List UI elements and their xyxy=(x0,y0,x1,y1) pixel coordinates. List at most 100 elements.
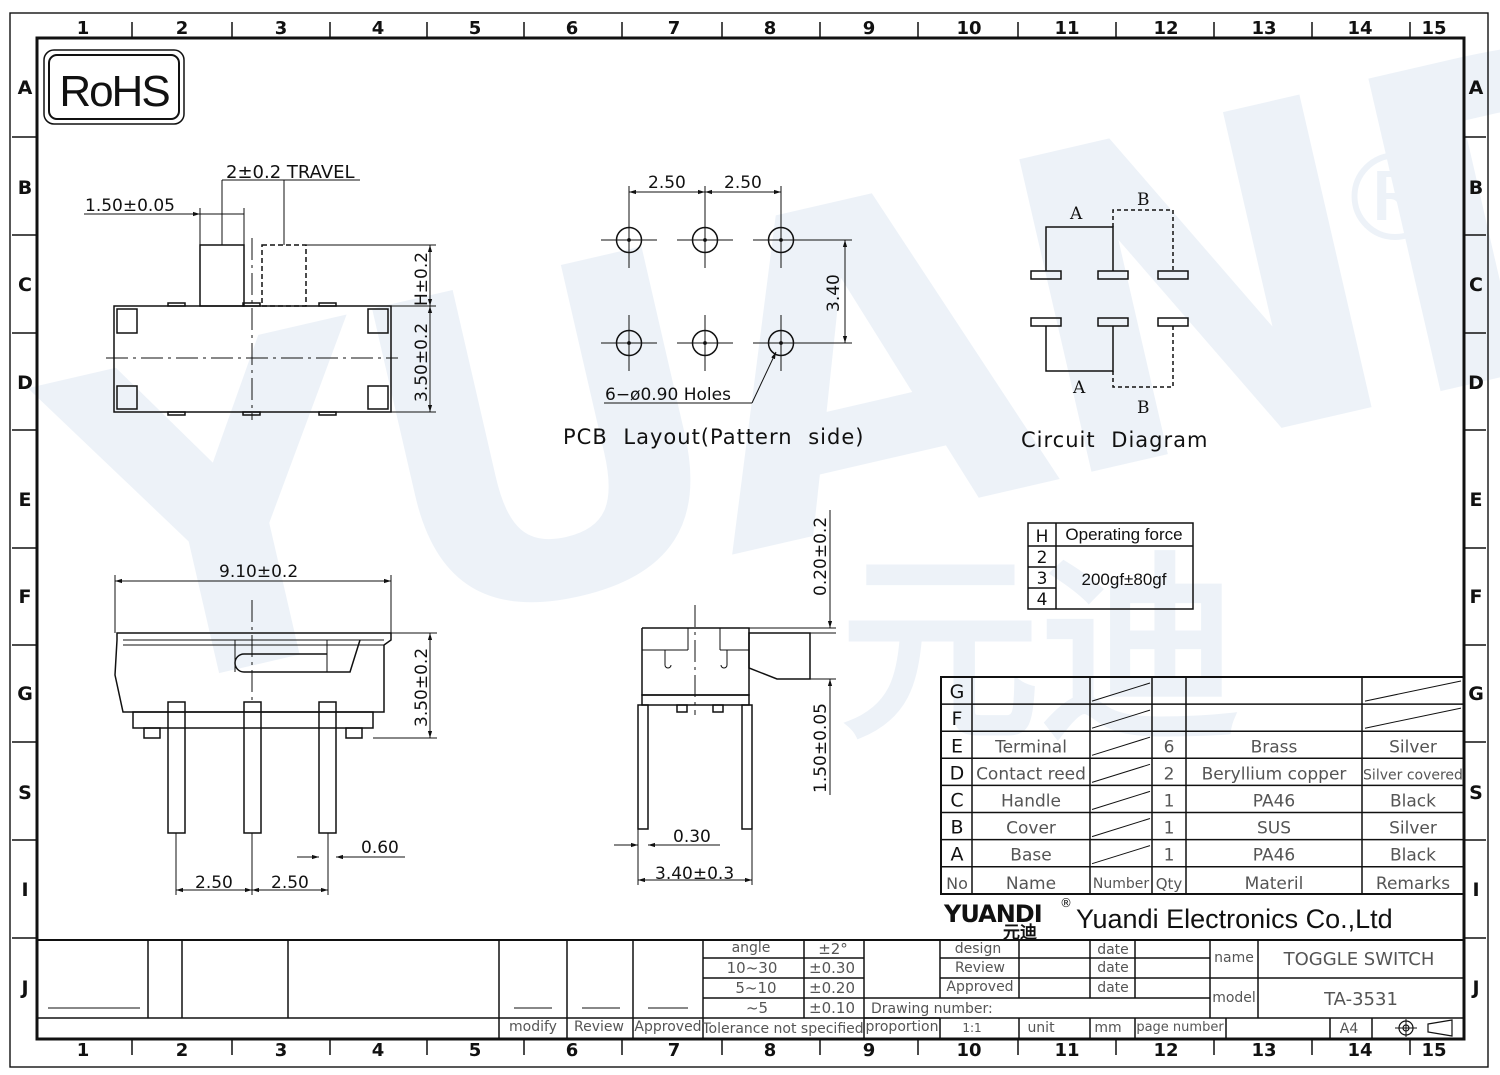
bom-row-name: Terminal xyxy=(994,737,1067,757)
bom-row-remarks: Black xyxy=(1390,792,1436,812)
column-label: 11 xyxy=(1054,1040,1079,1061)
column-label: 12 xyxy=(1153,1040,1178,1061)
proportion-label: proportion xyxy=(866,1019,939,1035)
name-label: name xyxy=(1214,950,1254,966)
circuit-a-top: A xyxy=(1069,204,1083,224)
dim-1-50-top: 1.50±0.05 xyxy=(85,196,175,216)
approved2-label: Approved xyxy=(946,979,1013,995)
bom-header-material: Materil xyxy=(1245,874,1304,894)
force-header: Operating force xyxy=(1065,525,1182,544)
force-value: 200gf±80gf xyxy=(1082,570,1167,589)
bom-row-qty: 1 xyxy=(1164,792,1175,812)
tol-value-3: ±0.10 xyxy=(809,999,855,1017)
bom-row-remarks: Silver covered xyxy=(1363,767,1463,783)
bom-header-qty: Qty xyxy=(1156,875,1183,893)
circuit-diagram xyxy=(1030,209,1189,388)
column-label: 13 xyxy=(1251,18,1276,39)
row-label: C xyxy=(1469,274,1483,296)
force-row-2: 2 xyxy=(1037,548,1048,568)
bom-header-no: No xyxy=(946,874,968,893)
circuit-a-bottom: A xyxy=(1072,378,1086,398)
company-logo: YUANDI xyxy=(943,900,1042,928)
dim-h: H±0.2 xyxy=(412,252,432,306)
tol-angle-value: ±2° xyxy=(818,940,848,958)
dim-0-20: 0.20±0.2 xyxy=(811,517,831,596)
row-label: E xyxy=(19,489,32,511)
unit-label: unit xyxy=(1027,1020,1055,1036)
bom-header-remarks: Remarks xyxy=(1376,874,1450,894)
column-label: 5 xyxy=(469,1040,482,1061)
column-label: 1 xyxy=(77,1040,90,1061)
bom-row-remarks: Silver xyxy=(1389,819,1437,839)
dim-1-50-side: 1.50±0.05 xyxy=(811,703,831,793)
bom-header-name: Name xyxy=(1006,874,1056,894)
modify-label: modify xyxy=(509,1019,557,1035)
column-label: 7 xyxy=(668,1040,681,1061)
sheet-frame xyxy=(9,12,1489,1068)
row-label: F xyxy=(19,586,32,608)
travel-dim: 2±0.2 TRAVEL xyxy=(226,162,355,183)
bom-row-qty: 6 xyxy=(1164,737,1175,757)
row-label: G xyxy=(1468,683,1484,705)
circuit-b-top: B xyxy=(1137,190,1150,210)
column-label: 14 xyxy=(1347,1040,1372,1061)
page-number-label: page number xyxy=(1136,1020,1224,1035)
bom-row-id: A xyxy=(951,844,964,866)
company-logo-reg: ® xyxy=(1060,896,1072,910)
column-labels: 1122334455667788991010111112121313141415… xyxy=(77,18,1447,1061)
column-label: 9 xyxy=(863,1040,876,1061)
row-label: F xyxy=(1470,586,1483,608)
tol-angle: angle xyxy=(732,940,771,956)
pcb-holes: 6−ø0.90 Holes xyxy=(605,385,731,405)
column-label: 8 xyxy=(764,1040,777,1061)
bom-header-number: Number xyxy=(1093,876,1149,892)
tol-value-2: ±0.20 xyxy=(809,979,855,997)
column-label: 14 xyxy=(1347,18,1372,39)
row-label: I xyxy=(21,879,28,901)
circuit-b-bottom: B xyxy=(1137,398,1150,418)
column-label: 2 xyxy=(176,1040,189,1061)
column-label: 6 xyxy=(566,18,579,39)
column-label: 7 xyxy=(668,18,681,39)
column-label: 12 xyxy=(1153,18,1178,39)
column-label: 10 xyxy=(956,1040,981,1061)
column-label: 9 xyxy=(863,18,876,39)
bom-row-material: SUS xyxy=(1257,819,1291,839)
row-label: G xyxy=(17,683,33,705)
dim-0-60: 0.60 xyxy=(361,838,399,858)
bom-row-remarks: Black xyxy=(1390,846,1436,866)
unit-value: mm xyxy=(1094,1020,1121,1036)
approved-label: Approved xyxy=(634,1019,701,1035)
company-logo-cn: 元迪 xyxy=(1003,922,1037,943)
title-block-text: angle ±2° 10~30 ±0.30 5~10 ±0.20 ~5 ±0.1… xyxy=(509,940,1434,1037)
row-label: D xyxy=(17,372,33,394)
column-label: 3 xyxy=(275,18,288,39)
bom-row-name: Handle xyxy=(1001,792,1061,812)
bom-row-material: PA46 xyxy=(1253,792,1295,812)
row-label: E xyxy=(1470,489,1483,511)
tol-range-2: 5~10 xyxy=(735,979,776,997)
watermark-reg: ® xyxy=(1335,130,1455,269)
date-label-3: date xyxy=(1097,980,1129,996)
row-label: S xyxy=(1469,782,1483,804)
rohs-badge: RoHS xyxy=(43,49,185,125)
bom-row-id: C xyxy=(950,790,963,812)
tol-value-1: ±0.30 xyxy=(809,959,855,977)
bom-row-qty: 1 xyxy=(1164,819,1175,839)
pcb-dim-a: 2.50 xyxy=(648,173,686,193)
column-label: 15 xyxy=(1421,18,1446,39)
column-label: 3 xyxy=(275,1040,288,1061)
row-label: J xyxy=(1470,977,1479,999)
row-label: I xyxy=(1472,879,1479,901)
date-label-1: date xyxy=(1097,942,1129,958)
watermark-cn: 元迪 xyxy=(840,535,1240,768)
date-label-2: date xyxy=(1097,960,1129,976)
dim-0-30: 0.30 xyxy=(673,827,711,847)
dim-pitch-b: 2.50 xyxy=(271,873,309,893)
tol-range-1: 10~30 xyxy=(727,959,778,977)
row-label: J xyxy=(19,977,28,999)
bom-row-material: Brass xyxy=(1251,737,1298,757)
row-label: S xyxy=(18,782,32,804)
